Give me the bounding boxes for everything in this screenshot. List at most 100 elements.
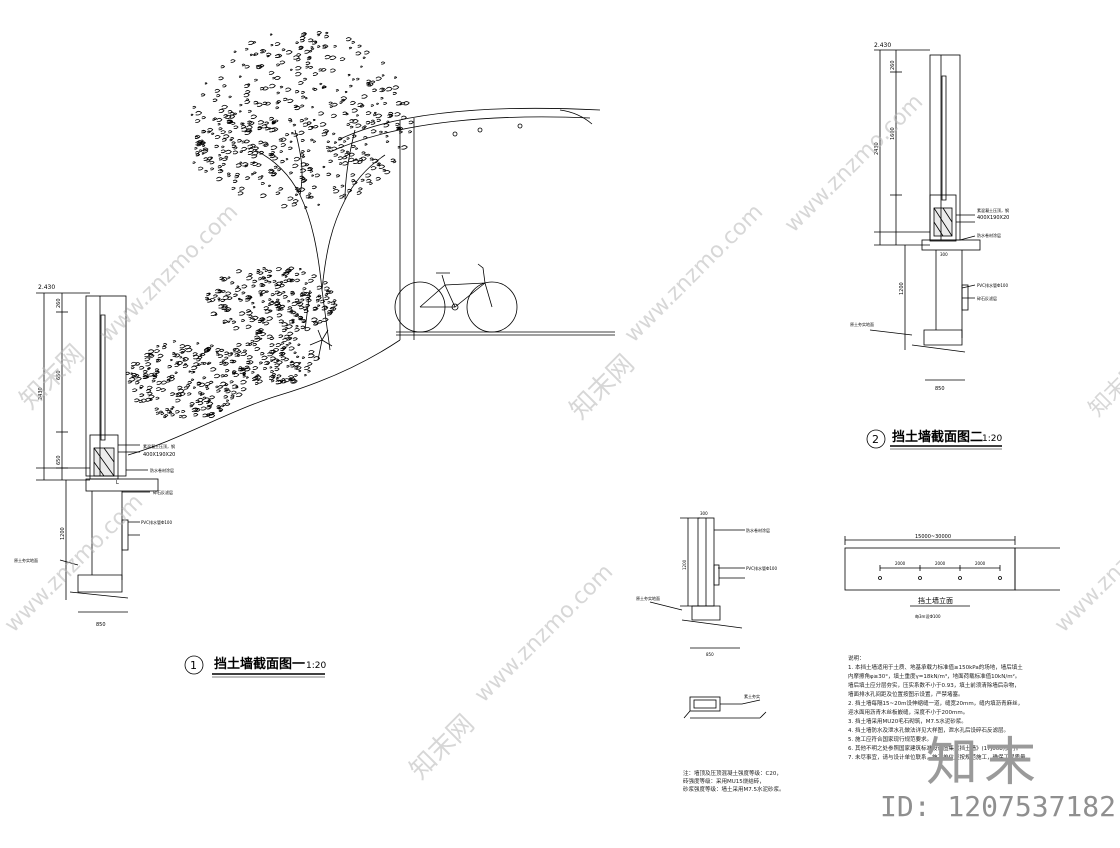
foliage-stroke	[230, 396, 235, 400]
section-2-dim-b: 1600	[890, 127, 896, 140]
foliage-stroke	[304, 282, 309, 285]
foliage-stroke	[242, 372, 247, 375]
tree-canopy	[190, 31, 414, 209]
foliage-stroke	[179, 356, 183, 359]
foliage-stroke	[216, 389, 221, 393]
foliage-stroke	[136, 376, 142, 381]
foliage-stroke	[361, 151, 366, 155]
foliage-stroke	[259, 87, 265, 91]
foliage-stroke	[340, 184, 345, 188]
foliage-stroke	[207, 127, 214, 132]
foliage-stroke	[203, 157, 209, 161]
section-2-dim-c: 2430	[874, 142, 880, 155]
foliage-stroke	[186, 347, 193, 353]
foliage-stroke	[291, 321, 295, 324]
foliage-stroke	[293, 312, 299, 317]
foliage-stroke	[209, 412, 214, 416]
foliage-stroke	[376, 118, 382, 122]
foliage-stroke	[174, 371, 178, 374]
foliage-stroke	[161, 380, 168, 385]
foliage-stroke	[386, 86, 393, 92]
foliage-stroke	[271, 121, 277, 125]
section-2-number: 2	[872, 433, 879, 446]
foliage-stroke	[277, 308, 282, 311]
foliage-stroke	[242, 162, 249, 167]
foliage-stroke	[209, 380, 214, 384]
foliage-stroke	[247, 83, 251, 86]
foliage-stroke	[261, 355, 268, 361]
foliage-stroke	[167, 365, 173, 369]
foliage-stroke	[268, 168, 275, 174]
foliage-stroke	[260, 193, 267, 198]
foliage-stroke	[399, 103, 403, 106]
foliage-stroke	[239, 103, 243, 107]
foliage-stroke	[301, 91, 306, 94]
foliage-stroke	[300, 291, 307, 296]
foliage-stroke	[266, 52, 272, 57]
foliage-stroke	[202, 147, 209, 152]
foliage-stroke	[221, 359, 225, 362]
foliage-stroke	[316, 285, 323, 290]
foliage-stroke	[236, 269, 243, 274]
foliage-stroke	[224, 383, 229, 387]
foliage-stroke	[273, 358, 280, 363]
foliage-stroke	[296, 189, 300, 193]
foliage-stroke	[244, 130, 252, 135]
foliage-stroke	[295, 325, 299, 328]
foliage-stroke	[345, 150, 350, 153]
foliage-stroke	[218, 299, 221, 302]
foliage-stroke	[270, 374, 276, 379]
foliage-stroke	[252, 315, 259, 321]
foliage-stroke	[233, 146, 238, 150]
foliage-stroke	[346, 137, 350, 140]
foliage-stroke	[166, 379, 171, 383]
section-1-dim-a: 260	[56, 298, 62, 308]
foliage-stroke	[252, 41, 257, 44]
section-1-top-level: 2.430	[38, 284, 55, 291]
foliage-stroke	[197, 363, 202, 367]
foliage-stroke	[193, 413, 199, 417]
foliage-stroke	[271, 300, 275, 303]
foliage-stroke	[274, 302, 281, 307]
foliage-stroke	[270, 379, 275, 383]
foliage-stroke	[300, 179, 307, 183]
foliage-stroke	[306, 149, 311, 153]
foliage-stroke	[394, 112, 401, 117]
foliage-stroke	[233, 293, 239, 297]
foliage-stroke	[401, 101, 406, 105]
foliage-stroke	[333, 188, 340, 194]
foliage-stroke	[269, 127, 276, 133]
foliage-stroke	[287, 98, 294, 103]
foliage-stroke	[312, 119, 316, 122]
foliage-stroke	[252, 366, 259, 370]
foliage-stroke	[335, 89, 340, 92]
foliage-stroke	[276, 313, 283, 318]
foliage-stroke	[347, 188, 353, 193]
foliage-stroke	[240, 319, 246, 323]
foliage-stroke	[276, 374, 282, 378]
foliage-stroke	[289, 278, 294, 282]
foliage-stroke	[333, 303, 338, 307]
foliage-stroke	[330, 68, 336, 73]
foliage-stroke	[327, 301, 331, 304]
foliage-stroke	[306, 121, 312, 125]
foliage-stroke	[308, 38, 314, 43]
foliage-stroke	[201, 141, 205, 144]
foliage-stroke	[195, 153, 201, 157]
notes-line: 5. 施工应符合国家现行规范要求。	[848, 737, 932, 743]
foliage-stroke	[291, 318, 295, 322]
foliage-stroke	[383, 123, 390, 128]
section-2-width: 850	[935, 386, 945, 392]
foliage-stroke	[313, 88, 318, 91]
foliage-stroke	[357, 160, 363, 164]
foliage-stroke	[359, 104, 365, 108]
foliage-stroke	[247, 120, 253, 125]
foliage-stroke	[219, 409, 223, 412]
foliage-stroke	[241, 63, 246, 67]
foliage-stroke	[339, 101, 343, 104]
foliage-stroke	[328, 290, 334, 294]
foliage-stroke	[265, 101, 272, 106]
foliage-stroke	[257, 120, 265, 125]
foliage-stroke	[265, 127, 270, 131]
